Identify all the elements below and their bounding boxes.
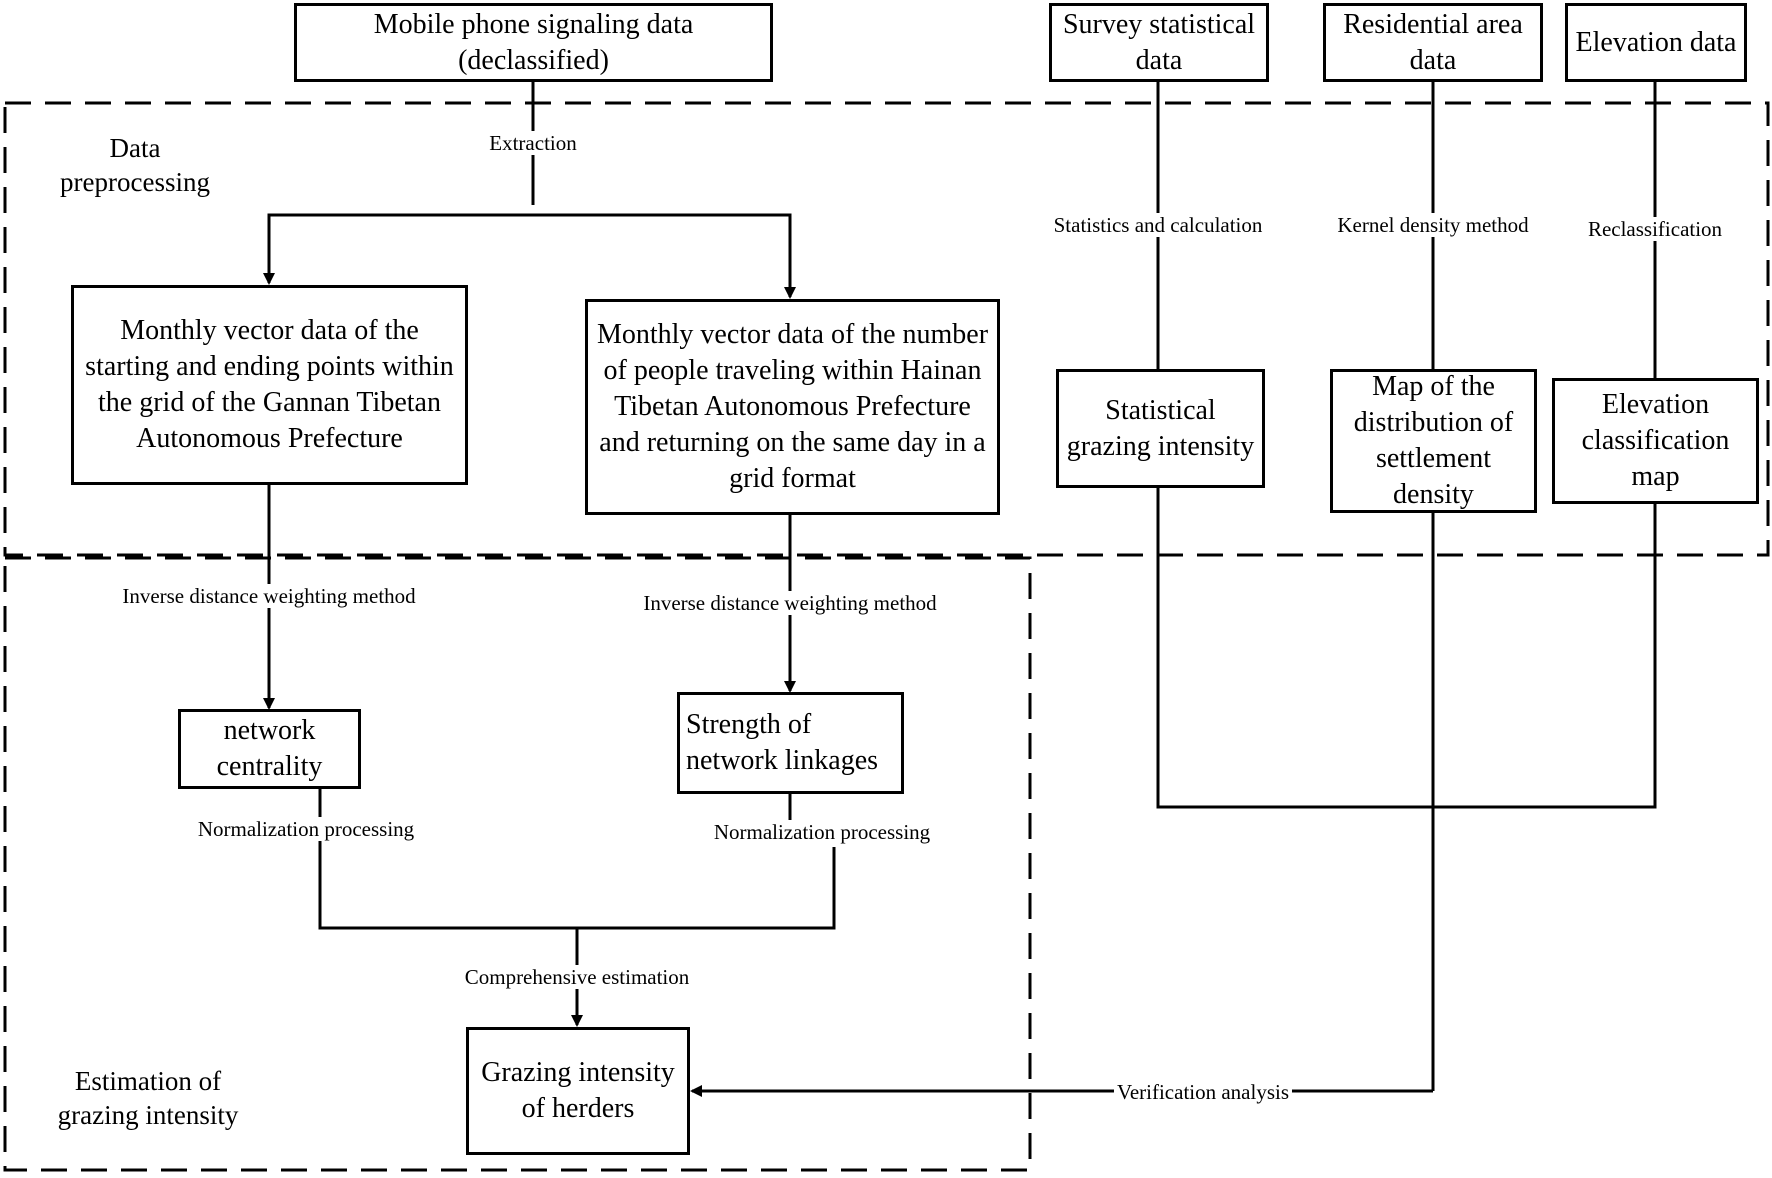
connector-split bbox=[267, 213, 792, 283]
connector-norm-merge bbox=[318, 787, 836, 930]
preprocessing-region-border bbox=[3, 101, 1770, 557]
hainan-vector-box: Monthly vector data of the number of peo… bbox=[585, 299, 1000, 515]
reclassification-label: Reclassification bbox=[1584, 217, 1726, 241]
preprocessing-region-title: Data preprocessing bbox=[60, 133, 210, 197]
mobile-signaling-box: Mobile phone signaling data (declassifie… bbox=[294, 3, 773, 82]
comprehensive-estimation-label: Comprehensive estimation bbox=[461, 965, 693, 989]
elevation-data-box: Elevation data bbox=[1565, 3, 1747, 82]
kernel-density-label: Kernel density method bbox=[1334, 213, 1532, 237]
network-linkages-box: Strength of network linkages bbox=[677, 692, 904, 794]
grazing-intensity-herders-box: Grazing intensity of herders bbox=[466, 1027, 690, 1155]
residential-data-box: Residential area data bbox=[1323, 3, 1543, 82]
extraction-label: Extraction bbox=[486, 131, 580, 155]
statistics-calculation-label: Statistics and calculation bbox=[1050, 213, 1266, 237]
elevation-map-box: Elevation classification map bbox=[1552, 378, 1759, 504]
normalization-left-label: Normalization processing bbox=[194, 817, 418, 841]
normalization-right-label: Normalization processing bbox=[710, 820, 934, 844]
idw-left-label: Inverse distance weighting method bbox=[119, 584, 419, 608]
network-centrality-box: network centrality bbox=[178, 709, 361, 789]
estimation-region-border bbox=[3, 556, 1032, 1172]
verification-analysis-label: Verification analysis bbox=[1113, 1080, 1293, 1104]
connector-validation-merge bbox=[1156, 487, 1657, 809]
idw-right-label: Inverse distance weighting method bbox=[640, 591, 940, 615]
settlement-density-box: Map of the distribution of settlement de… bbox=[1330, 369, 1537, 513]
estimation-region-title: Estimation of grazing intensity bbox=[57, 1066, 239, 1130]
statistical-grazing-box: Statistical grazing intensity bbox=[1056, 369, 1265, 488]
gannan-vector-box: Monthly vector data of the starting and … bbox=[71, 285, 468, 485]
survey-data-box: Survey statistical data bbox=[1049, 3, 1269, 82]
